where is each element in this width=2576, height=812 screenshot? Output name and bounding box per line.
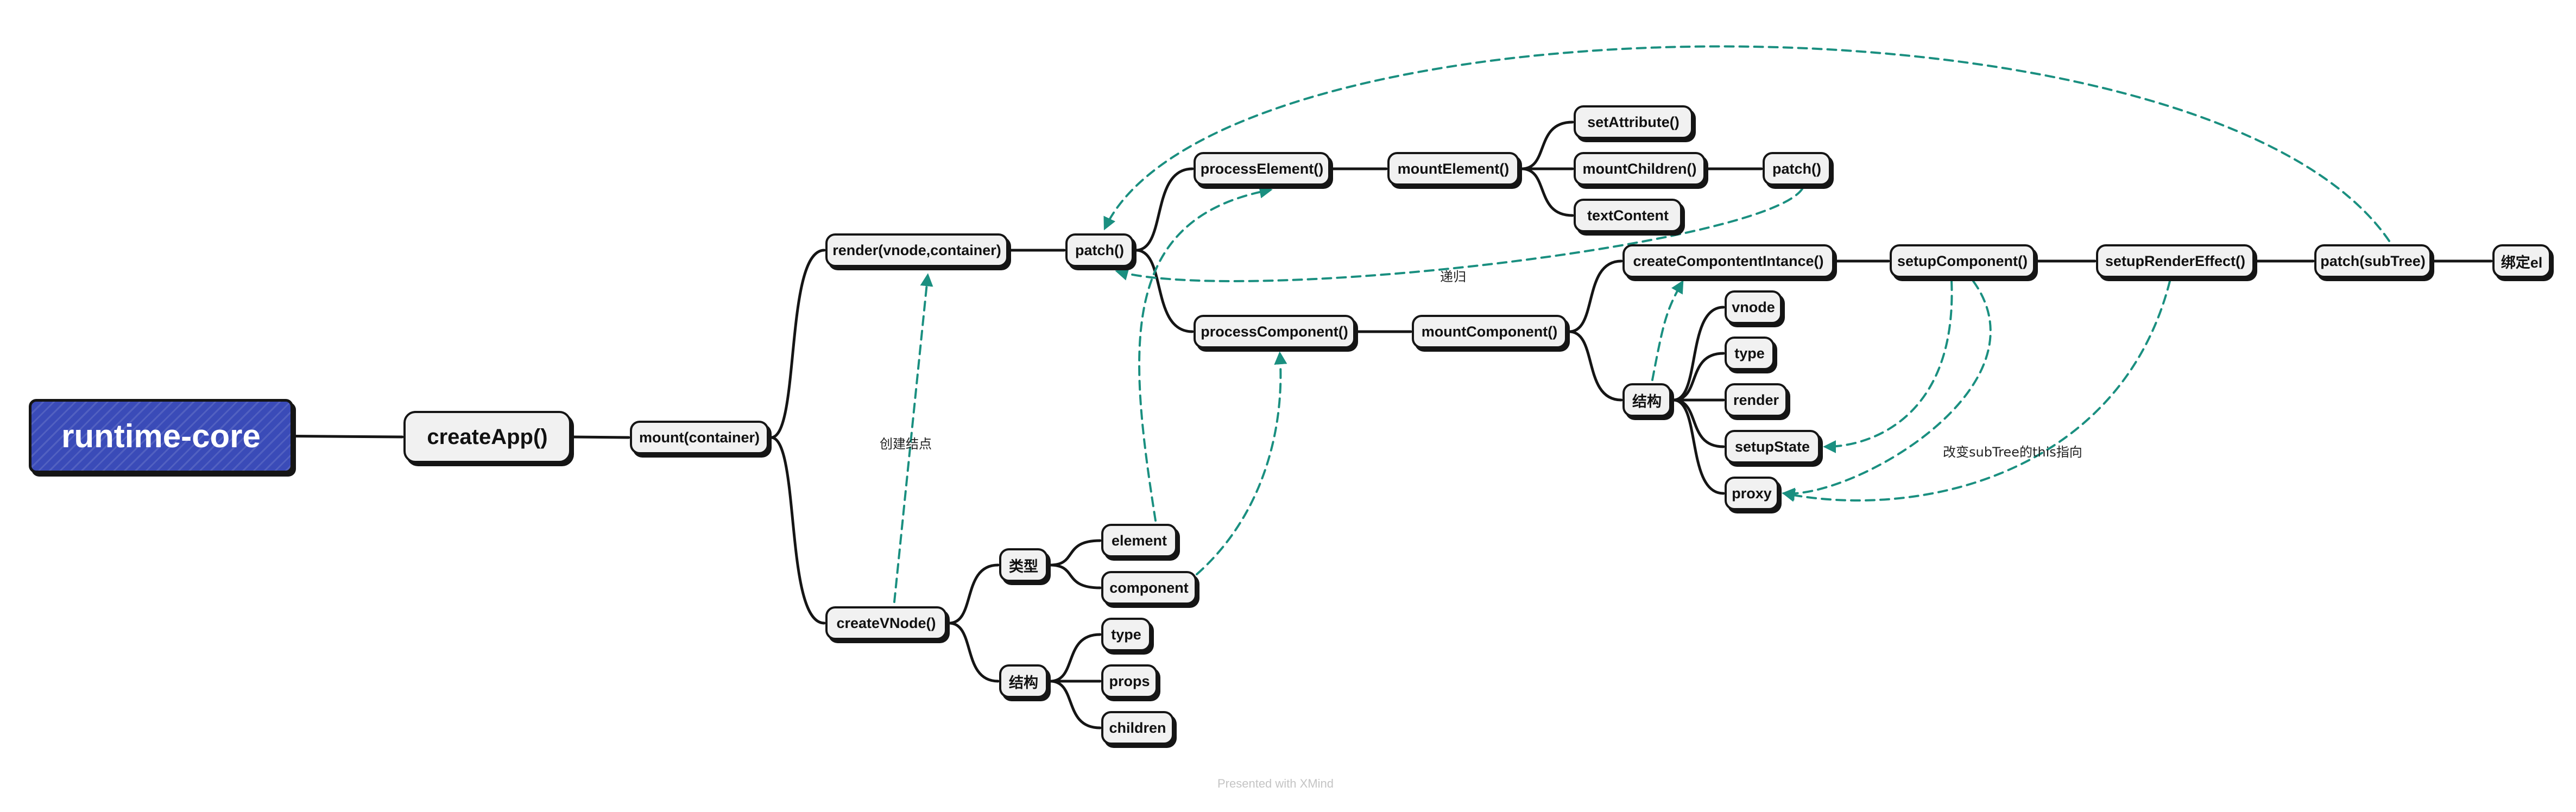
connector-node-vnode-structure-to-node-vnode-children xyxy=(1049,680,1102,729)
relationship-create-node-arrow xyxy=(893,273,933,603)
connector-node-create-vnode-to-node-vnode-structure xyxy=(948,621,1000,683)
connector-node-instance-structure-to-node-setup-state xyxy=(1672,398,1725,448)
connector-node-create-vnode-to-node-vnode-kind xyxy=(948,563,1000,625)
presented-with-footer: Presented with XMind xyxy=(1217,777,1334,790)
node-mount-element[interactable]: mountElement() xyxy=(1387,152,1519,186)
node-vnode-structure[interactable]: 结构 xyxy=(999,664,1048,698)
node-vnode-props[interactable]: props xyxy=(1101,664,1158,698)
node-mount-children[interactable]: mountChildren() xyxy=(1574,152,1706,186)
node-process-component[interactable]: processComponent() xyxy=(1194,315,1355,348)
node-instance-structure[interactable]: 结构 xyxy=(1622,383,1671,417)
relationship-recursion-arrow xyxy=(1115,188,1803,282)
relationship-label-create-node: 创建结点 xyxy=(880,436,932,452)
connector-node-instance-structure-to-node-instance-type xyxy=(1672,352,1725,402)
node-mount-container[interactable]: mount(container) xyxy=(630,421,769,454)
node-setup-state[interactable]: setupState xyxy=(1725,430,1820,464)
node-render[interactable]: render(vnode,container) xyxy=(825,233,1008,267)
node-patch-child[interactable]: patch() xyxy=(1763,152,1831,186)
relationship-element-to-process-element-arrow xyxy=(1138,185,1273,522)
node-patch-subtree[interactable]: patch(subTree) xyxy=(2314,244,2432,278)
connector-root-node-runtime-core-to-node-create-app xyxy=(294,435,404,439)
connector-node-instance-structure-to-node-instance-vnode xyxy=(1672,306,1725,402)
node-create-instance[interactable]: createCompontentIntance() xyxy=(1622,244,1834,278)
node-set-attribute[interactable]: setAttribute() xyxy=(1574,105,1693,139)
node-setup-component[interactable]: setupComponent() xyxy=(1890,244,2035,278)
relationship-label-change-this: 改变subTree的this指向 xyxy=(1943,445,2082,460)
relationship-subtree-to-patch-arrow xyxy=(1103,45,2390,242)
node-instance-vnode[interactable]: vnode xyxy=(1725,290,1782,324)
root-node-runtime-core[interactable]: runtime-core xyxy=(29,399,293,473)
connector-node-instance-structure-to-node-proxy xyxy=(1672,398,1725,495)
connector-node-mount-element-to-node-set-attribute xyxy=(1520,120,1574,170)
connector-node-mount-component-to-node-create-instance xyxy=(1568,259,1623,333)
node-vnode-kind[interactable]: 类型 xyxy=(999,548,1048,582)
relationship-component-to-process-component-arrow xyxy=(1196,351,1287,575)
connector-node-vnode-kind-to-node-kind-element xyxy=(1049,539,1102,567)
node-instance-render[interactable]: render xyxy=(1725,383,1788,417)
node-create-app[interactable]: createApp() xyxy=(403,411,571,463)
relationship-structure-to-instance-arrow xyxy=(1651,280,1684,381)
relationship-label-recursion: 递归 xyxy=(1440,269,1466,284)
node-vnode-type[interactable]: type xyxy=(1101,618,1151,651)
node-patch[interactable]: patch() xyxy=(1065,233,1134,267)
node-bind-el[interactable]: 绑定el xyxy=(2492,244,2551,278)
node-process-element[interactable]: processElement() xyxy=(1194,152,1330,186)
node-text-content[interactable]: textContent xyxy=(1574,199,1682,232)
node-proxy[interactable]: proxy xyxy=(1725,477,1779,510)
connector-node-mount-component-to-node-instance-structure xyxy=(1568,330,1623,402)
relationship-setup-component-to-proxy-arrow xyxy=(1782,280,1992,501)
node-setup-render-effect[interactable]: setupRenderEffect() xyxy=(2096,244,2255,278)
connector-node-mount-container-to-node-render xyxy=(769,249,826,439)
node-kind-element[interactable]: element xyxy=(1101,524,1177,557)
connector-node-patch-to-node-process-element xyxy=(1134,167,1194,252)
connector-node-patch-to-node-process-component xyxy=(1134,249,1194,333)
connector-node-mount-element-to-node-text-content xyxy=(1520,167,1574,217)
node-vnode-children[interactable]: children xyxy=(1101,711,1174,745)
node-mount-component[interactable]: mountComponent() xyxy=(1412,315,1567,348)
connector-node-vnode-structure-to-node-vnode-type xyxy=(1049,633,1102,683)
node-instance-type[interactable]: type xyxy=(1725,337,1775,370)
connector-node-mount-container-to-node-create-vnode xyxy=(769,436,826,625)
node-create-vnode[interactable]: createVNode() xyxy=(825,606,947,640)
connector-node-vnode-kind-to-node-kind-component xyxy=(1049,563,1102,589)
relationship-render-effect-to-proxy-arrow xyxy=(1782,280,2171,502)
node-kind-component[interactable]: component xyxy=(1101,571,1197,605)
relationship-setup-component-to-setup-state-arrow xyxy=(1823,280,1953,453)
